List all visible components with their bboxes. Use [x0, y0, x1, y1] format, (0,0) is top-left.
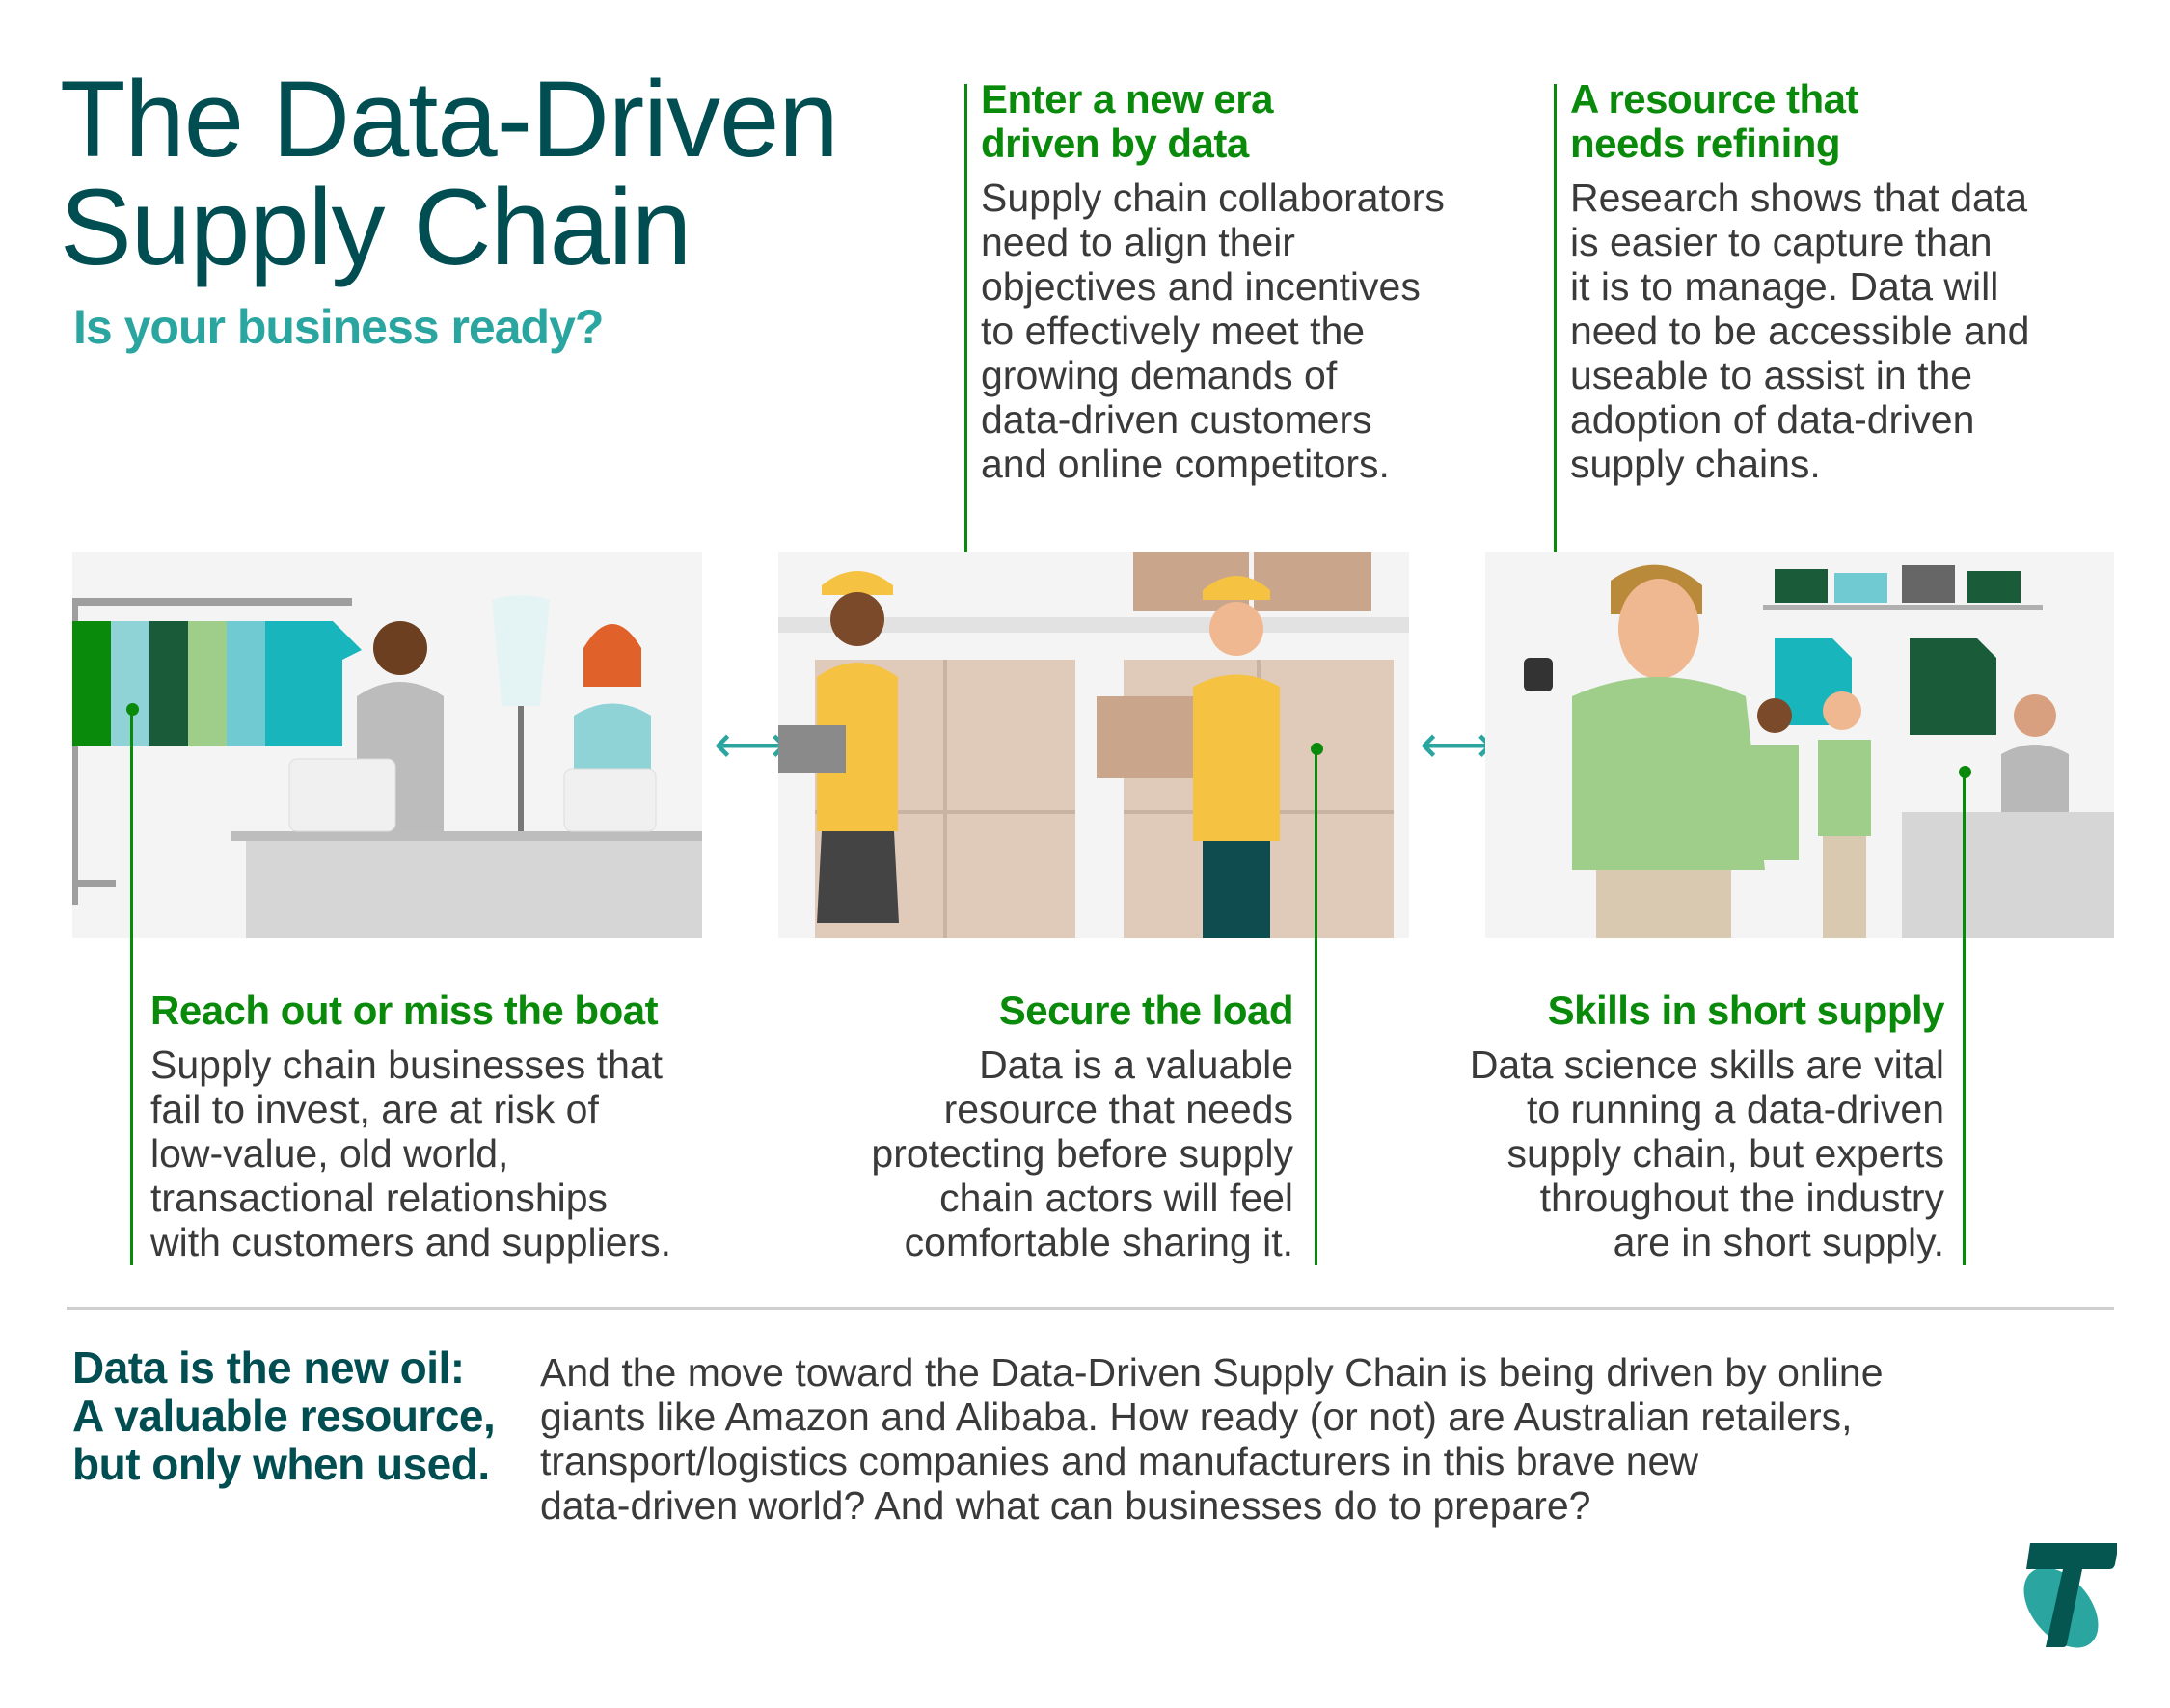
title-line: Supply Chain	[60, 167, 692, 287]
connector-line	[964, 84, 967, 738]
body-line: Data is a valuable	[979, 1043, 1293, 1087]
body-line: fail to invest, are at risk of	[150, 1087, 599, 1131]
section-resource: A resource that needs refining Research …	[1570, 77, 2029, 487]
body-line: Supply chain businesses that	[150, 1043, 664, 1087]
section-body: Data is a valuable resource that needs p…	[871, 1043, 1293, 1264]
customers	[1750, 691, 1871, 938]
shirt	[1910, 638, 1996, 735]
section-secure-load: Secure the load Data is a valuable resou…	[871, 988, 1294, 1265]
summary-line: data-driven world? And what can business…	[540, 1483, 1591, 1528]
body-line: Research shows that data	[1570, 176, 2028, 220]
shelf	[1763, 605, 2043, 610]
body-line: data-driven customers	[981, 397, 1372, 442]
box	[1254, 552, 1371, 611]
body-line: adoption of data-driven	[1570, 397, 1975, 442]
heading-line: needs refining	[1570, 121, 1841, 166]
illustration-garment-factory	[72, 552, 702, 938]
heading-line: driven by data	[981, 121, 1249, 166]
body-line: to running a data-driven	[1526, 1087, 1944, 1131]
heading-line: A resource that	[1570, 76, 1859, 122]
section-body: Data science skills are vital to running…	[1470, 1043, 1944, 1264]
title-line: The Data-Driven	[60, 59, 839, 179]
section-body: Research shows that data is easier to ca…	[1570, 176, 2029, 486]
body-line: Data science skills are vital	[1469, 1043, 1944, 1087]
section-reach-out: Reach out or miss the boat Supply chain …	[150, 988, 671, 1265]
section-skills: Skills in short supply Data science skil…	[1470, 988, 1945, 1265]
summary-line: And the move toward the Data-Driven Supp…	[540, 1350, 1884, 1395]
connector-line	[1963, 772, 1966, 1265]
summary-line: giants like Amazon and Alibaba. How read…	[540, 1395, 1853, 1439]
counter	[1902, 812, 2114, 938]
body-line: growing demands of	[981, 353, 1338, 397]
clothing-rack	[72, 598, 352, 606]
body-line: supply chain, but experts	[1506, 1131, 1944, 1176]
body-line: resource that needs	[943, 1087, 1293, 1131]
body-line: low-value, old world,	[150, 1131, 509, 1176]
body-line: are in short supply.	[1613, 1220, 1944, 1264]
carried-box	[1097, 696, 1193, 778]
oil-line: A valuable resource,	[72, 1391, 496, 1441]
body-line: protecting before supply	[871, 1131, 1293, 1176]
oil-line: Data is the new oil:	[72, 1342, 465, 1393]
sewing-machine	[288, 758, 396, 832]
oil-line: but only when used.	[72, 1439, 490, 1489]
body-line: and online competitors.	[981, 442, 1390, 486]
section-body: Supply chain businesses that fail to inv…	[150, 1043, 671, 1264]
divider	[67, 1307, 2114, 1310]
body-line: it is to manage. Data will	[1570, 264, 1999, 309]
shirts	[72, 621, 362, 746]
heading-line: Enter a new era	[981, 76, 1273, 122]
body-line: comfortable sharing it.	[904, 1220, 1293, 1264]
telstra-logo	[2011, 1538, 2119, 1654]
body-line: transactional relationships	[150, 1176, 609, 1220]
worker-woman-tablet	[778, 571, 899, 923]
section-heading: Enter a new era driven by data	[981, 77, 1445, 166]
worker-man-box	[1097, 576, 1280, 938]
workbench	[246, 831, 702, 938]
body-line: useable to assist in the	[1570, 353, 1973, 397]
body-line: chain actors will feel	[939, 1176, 1293, 1220]
section-heading: Skills in short supply	[1547, 988, 1945, 1033]
phone	[1524, 658, 1553, 691]
mannequin	[492, 595, 550, 831]
man-with-phone	[1524, 564, 1765, 938]
connector-line	[1554, 84, 1557, 668]
page-subtitle: Is your business ready?	[73, 300, 604, 354]
body-line: objectives and incentives	[981, 264, 1421, 309]
body-line: throughout the industry	[1539, 1176, 1944, 1220]
briefcase	[1902, 565, 1955, 603]
section-body: Supply chain collaborators need to align…	[981, 176, 1445, 486]
double-arrow-icon: ⟷	[1420, 716, 1495, 773]
connector-dot	[126, 703, 139, 716]
connector-line	[1315, 748, 1317, 1265]
body-line: Supply chain collaborators	[981, 176, 1445, 220]
connector-line	[130, 709, 133, 1265]
section-heading: Secure the load	[998, 988, 1294, 1033]
body-line: supply chains.	[1570, 442, 1821, 486]
body-line: to effectively meet the	[981, 309, 1366, 353]
illustration-retail-store	[1485, 552, 2114, 938]
summary-line: transport/logistics companies and manufa…	[540, 1439, 1698, 1483]
body-line: need to align their	[981, 220, 1295, 264]
body-line: is easier to capture than	[1570, 220, 1993, 264]
tablet	[778, 725, 846, 773]
summary-paragraph: And the move toward the Data-Driven Supp…	[540, 1350, 2045, 1528]
section-heading: Reach out or miss the boat	[150, 988, 659, 1033]
page-title: The Data-Driven Supply Chain	[60, 59, 839, 287]
connector-dot	[1959, 766, 1971, 778]
illustration-warehouse	[778, 552, 1409, 938]
sewing-machine	[563, 768, 657, 832]
section-new-era: Enter a new era driven by data Supply ch…	[981, 77, 1445, 487]
oil-statement: Data is the new oil: A valuable resource…	[72, 1342, 496, 1489]
section-heading: A resource that needs refining	[1570, 77, 2029, 166]
double-arrow-icon: ⟷	[714, 716, 789, 773]
connector-dot	[1311, 743, 1323, 755]
body-line: with customers and suppliers.	[150, 1220, 672, 1264]
cashier	[2001, 694, 2069, 812]
body-line: need to be accessible and	[1570, 309, 2030, 353]
